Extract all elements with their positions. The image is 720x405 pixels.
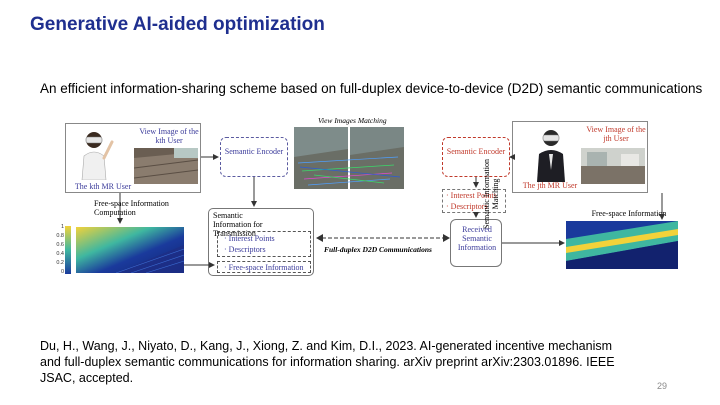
colorbar bbox=[65, 226, 71, 274]
semantic-transmission-box: Semantic Information for Transmission · … bbox=[208, 208, 314, 276]
jth-user-person-icon bbox=[537, 130, 565, 182]
left-encoder-label: Semantic Encoder bbox=[224, 147, 284, 156]
colorbar-tick: 1 bbox=[60, 224, 64, 230]
right-heatmap bbox=[566, 221, 678, 269]
view-images-matching-label: View Images Matching bbox=[318, 116, 387, 125]
left-view-caption: View Image of the kth User bbox=[139, 127, 199, 145]
free-space-group: · Free-space Information bbox=[217, 261, 311, 273]
right-free-space-label: Free-space Information bbox=[591, 209, 667, 218]
right-view-caption: View Image of the jth User bbox=[586, 125, 646, 143]
free-space-information-label: · Free-space Information bbox=[224, 263, 304, 272]
kth-user-view-image bbox=[134, 148, 198, 184]
slide-subtitle: An efficient information-sharing scheme … bbox=[40, 81, 703, 96]
right-encoder-label: Semantic Encoder bbox=[446, 147, 506, 156]
full-duplex-label: Full-duplex D2D Communications bbox=[324, 245, 432, 254]
received-semantic-box: Received Semantic Information bbox=[450, 219, 502, 267]
colorbar-ticks: 1 0.8 0.6 0.4 0.2 0 bbox=[54, 223, 64, 277]
right-user-box: View Image of the jth User The jth MR Us… bbox=[512, 121, 648, 193]
colorbar-tick: 0 bbox=[60, 269, 64, 275]
full-duplex-arrow bbox=[316, 234, 450, 242]
left-user-box: View Image of the kth User The kth MR Us… bbox=[65, 123, 201, 193]
slide-title: Generative AI-aided optimization bbox=[30, 14, 325, 35]
colorbar-tick: 0.6 bbox=[56, 242, 64, 248]
interest-descriptor-group: · Interest Points · Descriptors bbox=[217, 231, 311, 257]
citation: Du, H., Wang, J., Niyato, D., Kang, J., … bbox=[40, 338, 680, 386]
semantic-transmission-title: Semantic Information for Transmission bbox=[213, 211, 263, 238]
colorbar-tick: 0.2 bbox=[56, 260, 64, 266]
citation-line: Du, H., Wang, J., Niyato, D., Kang, J., … bbox=[40, 339, 613, 353]
jth-user-view-image bbox=[581, 148, 645, 184]
kth-user-person-icon bbox=[81, 132, 114, 180]
citation-line: JSAC, accepted. bbox=[40, 371, 134, 385]
colorbar-tick: 0.4 bbox=[56, 251, 64, 257]
colorbar-tick: 0.8 bbox=[56, 233, 64, 239]
received-semantic-label: Received Semantic Information bbox=[457, 225, 497, 252]
left-user-label: The kth MR User bbox=[74, 182, 132, 191]
descriptors-label: · Descriptors bbox=[224, 245, 266, 254]
page-number: 29 bbox=[657, 381, 668, 391]
diagram: View Image of the kth User The kth MR Us… bbox=[56, 115, 682, 293]
right-user-label: The jth MR User bbox=[522, 181, 578, 190]
right-interest-points-label: · Interest Points bbox=[446, 191, 497, 200]
semantic-matching-label: Semantic Information Matching bbox=[482, 159, 500, 229]
view-images-matching-image bbox=[294, 127, 404, 189]
interest-points-label: · Interest Points bbox=[224, 234, 275, 243]
left-heatmap bbox=[76, 227, 184, 273]
left-semantic-encoder: Semantic Encoder bbox=[220, 137, 288, 177]
citation-line: and full-duplex semantic communications … bbox=[40, 355, 615, 369]
right-descriptors-label: · Descriptors bbox=[446, 202, 488, 211]
free-space-computation-label: Free-space Information Computation bbox=[94, 199, 169, 217]
